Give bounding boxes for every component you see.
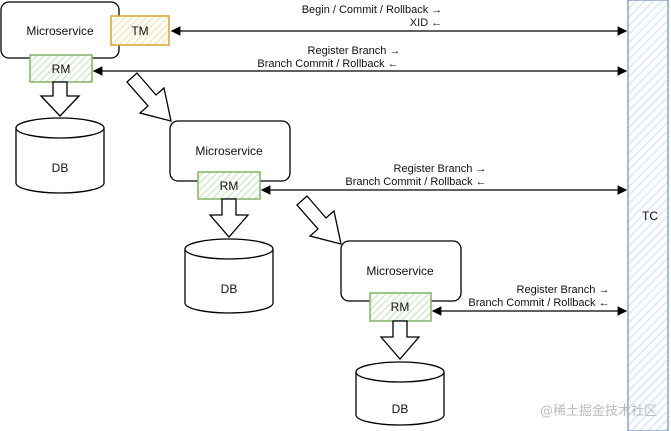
rm-1-message-2: Branch Commit / Rollback ← — [257, 58, 398, 70]
microservice-1-label: Microservice — [26, 24, 94, 38]
rm-box-2: RM — [197, 171, 261, 200]
microservice-3: Microservice — [340, 240, 462, 302]
db-2-label: DB — [221, 282, 238, 296]
db-1-label: DB — [52, 161, 69, 175]
db-3-label: DB — [392, 402, 409, 416]
rm-2-message-2: Branch Commit / Rollback ← — [345, 176, 486, 188]
tc-label: TC — [642, 209, 658, 223]
tm-message-2: XID ← — [410, 17, 442, 29]
down-arrow-3 — [379, 320, 421, 360]
tc-column: TC — [627, 0, 669, 431]
microservice-1: Microservice — [0, 1, 120, 59]
microservice-3-label: Microservice — [366, 264, 434, 278]
tm-box: TM — [110, 15, 170, 46]
rm-3-message-1: Register Branch → — [517, 284, 610, 296]
watermark: @稀土掘金技术社区 — [539, 404, 657, 419]
rm-box-3: RM — [369, 292, 432, 322]
db-3: DB — [355, 361, 445, 426]
db-2: DB — [184, 238, 274, 314]
rm-2-message-1: Register Branch → — [394, 163, 487, 175]
rm-1-message-1: Register Branch → — [308, 45, 401, 57]
microservice-2-label: Microservice — [195, 144, 263, 158]
down-arrow-1 — [39, 81, 81, 117]
tm-label: TM — [131, 24, 148, 38]
rm-3-message-2: Branch Commit / Rollback ← — [468, 297, 609, 309]
rm-box-1: RM — [29, 54, 93, 83]
rm-label-2: RM — [220, 179, 239, 193]
rm-label-3: RM — [391, 300, 410, 314]
tm-message-1: Begin / Commit / Rollback → — [302, 4, 443, 16]
rm-label-1: RM — [52, 62, 71, 76]
db-1: DB — [15, 117, 105, 194]
diagonal-arrow-1 — [126, 72, 172, 122]
diagonal-arrow-2 — [296, 195, 342, 245]
down-arrow-2 — [208, 198, 250, 238]
